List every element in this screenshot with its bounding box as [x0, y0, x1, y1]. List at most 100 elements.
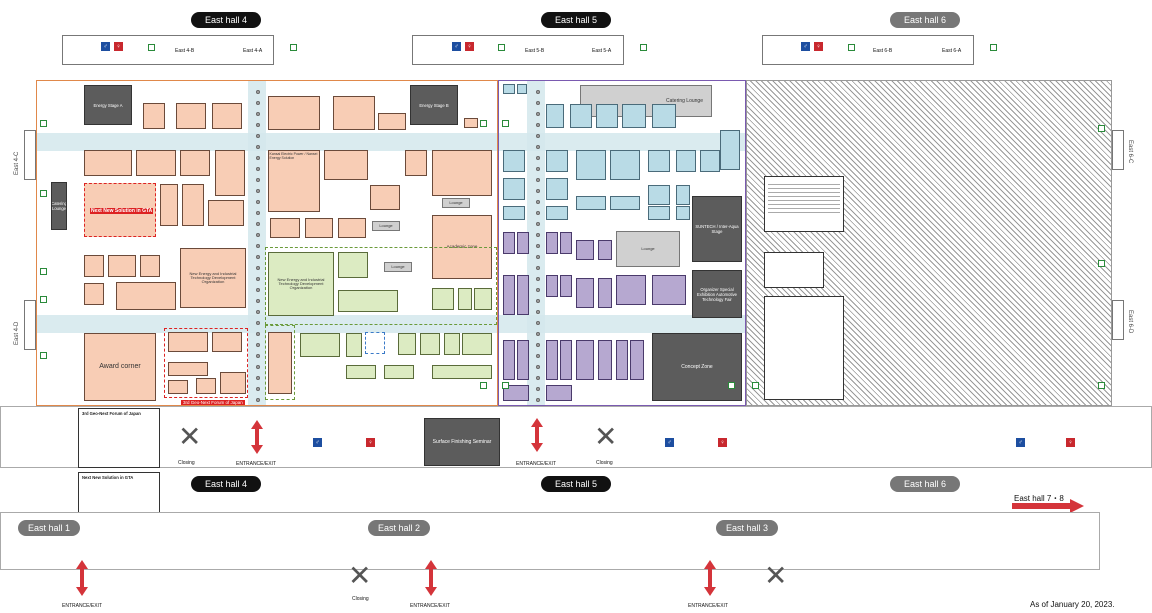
booth[interactable] [517, 275, 529, 315]
booth[interactable] [324, 150, 368, 180]
booth[interactable] [598, 240, 612, 260]
booth[interactable] [182, 184, 204, 226]
booth[interactable] [420, 333, 440, 355]
booth[interactable] [700, 150, 720, 172]
lounge-1[interactable]: Lounge [372, 221, 400, 231]
booth[interactable] [676, 185, 690, 205]
booth[interactable] [432, 288, 454, 310]
booth[interactable] [338, 218, 366, 238]
surface-finishing-seminar[interactable]: Surface Finishing Seminar [424, 418, 500, 466]
booth[interactable] [546, 275, 558, 297]
booth[interactable] [503, 340, 515, 380]
booth[interactable] [560, 340, 572, 380]
booth[interactable] [720, 130, 740, 170]
booth[interactable] [215, 150, 245, 196]
booth[interactable] [160, 184, 178, 226]
booth[interactable] [648, 150, 670, 172]
booth[interactable] [648, 206, 670, 220]
booth[interactable] [432, 365, 492, 379]
booth[interactable] [503, 178, 525, 200]
booth[interactable] [648, 185, 670, 205]
booth[interactable] [630, 340, 644, 380]
lounge-2[interactable]: Lounge [442, 198, 470, 208]
booth[interactable] [676, 150, 696, 172]
booth[interactable] [136, 150, 176, 176]
booth[interactable] [546, 340, 558, 380]
organizer-special-exhibition[interactable]: Organizer Special Exhibition Automotive … [692, 270, 742, 318]
booth-kansai-electric[interactable]: Kansai Electric Power / Nansei Energy So… [268, 150, 320, 212]
booth[interactable] [333, 96, 375, 130]
booth[interactable] [458, 288, 472, 310]
stage-energy-b[interactable]: Energy Stage B [410, 85, 458, 125]
booth-new-energy-org-2[interactable]: New Energy and Industrial Technology Dev… [268, 252, 334, 316]
booth[interactable] [570, 104, 592, 128]
booth[interactable] [517, 232, 529, 254]
booth[interactable] [576, 196, 606, 210]
booth[interactable] [652, 275, 686, 305]
booth[interactable] [546, 232, 558, 254]
catering-lounge-left[interactable]: Catering Lounge [51, 182, 67, 230]
booth[interactable] [196, 378, 216, 394]
booth[interactable] [546, 150, 568, 172]
booth[interactable] [616, 340, 628, 380]
booth[interactable] [576, 150, 606, 180]
stage-suntech-inter-aqua[interactable]: SUNTECH / Inter-Aqua Stage [692, 196, 742, 262]
booth[interactable] [546, 206, 568, 220]
booth[interactable] [405, 150, 427, 176]
booth[interactable] [212, 103, 242, 129]
booth[interactable] [338, 252, 368, 278]
booth[interactable] [576, 240, 594, 260]
booth[interactable] [108, 255, 136, 277]
booth[interactable] [598, 278, 612, 308]
booth[interactable] [84, 283, 104, 305]
booth[interactable] [168, 362, 208, 376]
booth[interactable] [652, 104, 676, 128]
booth[interactable] [370, 185, 400, 210]
booth[interactable] [676, 206, 690, 220]
booth[interactable] [462, 333, 492, 355]
booth[interactable] [503, 84, 515, 94]
booth[interactable] [168, 380, 188, 394]
lounge-hall-5[interactable]: Lounge [616, 231, 680, 267]
booth[interactable] [432, 150, 492, 196]
booth[interactable] [346, 365, 376, 379]
booth[interactable] [116, 282, 176, 310]
booth[interactable] [378, 113, 406, 130]
booth[interactable] [598, 340, 612, 380]
booth[interactable] [576, 278, 594, 308]
booth[interactable] [212, 332, 242, 352]
booth[interactable] [610, 150, 640, 180]
booth[interactable] [338, 290, 398, 312]
booth[interactable] [300, 333, 340, 357]
booth[interactable] [208, 200, 244, 226]
booth[interactable] [503, 206, 525, 220]
booth[interactable] [596, 104, 618, 128]
booth[interactable] [346, 333, 362, 357]
booth-new-energy-org[interactable]: New Energy and Industrial Technology Dev… [180, 248, 246, 308]
booth[interactable] [474, 288, 492, 310]
booth[interactable] [220, 372, 246, 394]
concept-zone[interactable]: Concept Zone [652, 333, 742, 401]
booth[interactable] [503, 150, 525, 172]
booth[interactable] [384, 365, 414, 379]
booth[interactable] [576, 340, 594, 380]
booth[interactable] [444, 333, 460, 355]
booth[interactable] [270, 218, 300, 238]
booth[interactable] [143, 103, 165, 129]
booth[interactable] [180, 150, 210, 176]
lounge-3[interactable]: Lounge [384, 262, 412, 272]
booth[interactable] [84, 255, 104, 277]
booth[interactable] [610, 196, 640, 210]
booth[interactable] [560, 275, 572, 297]
booth[interactable] [622, 104, 646, 128]
booth[interactable] [503, 385, 529, 401]
booth[interactable] [140, 255, 160, 277]
booth[interactable] [546, 178, 568, 200]
booth[interactable] [305, 218, 333, 238]
booth[interactable] [268, 96, 320, 130]
booth[interactable] [560, 232, 572, 254]
award-corner[interactable]: Award corner [84, 333, 156, 401]
booth[interactable] [176, 103, 206, 129]
booth[interactable] [268, 332, 292, 394]
stage-energy-a[interactable]: Energy Stage A [84, 85, 132, 125]
